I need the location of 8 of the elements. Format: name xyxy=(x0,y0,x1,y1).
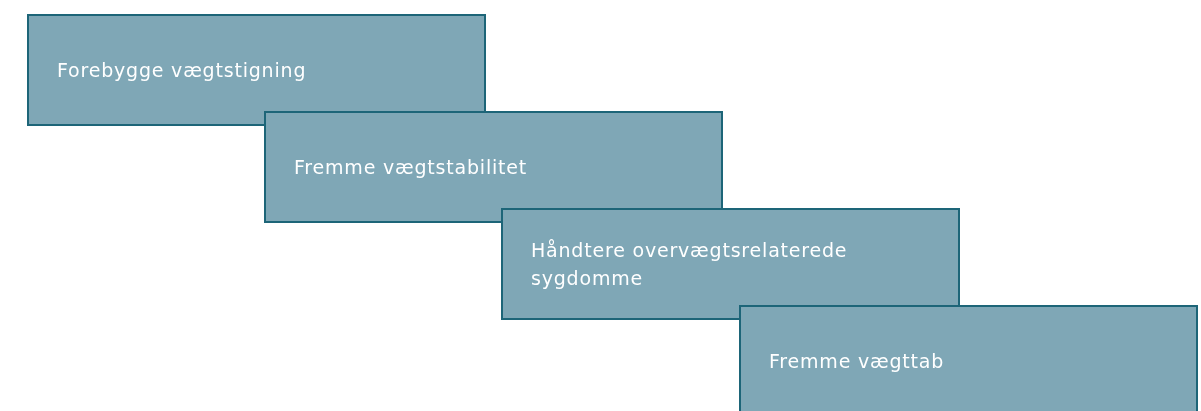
process-box xyxy=(264,111,723,223)
process-box xyxy=(739,305,1198,411)
box-label: Håndtere overvægtsrelaterede sygdomme xyxy=(531,237,849,291)
process-box xyxy=(501,208,960,320)
box-label: Forebygge vægtstigning xyxy=(57,57,307,83)
box-label: Fremme vægtstabilitet xyxy=(294,154,528,180)
process-box xyxy=(27,14,486,126)
box-label: Fremme vægttab xyxy=(769,348,945,374)
